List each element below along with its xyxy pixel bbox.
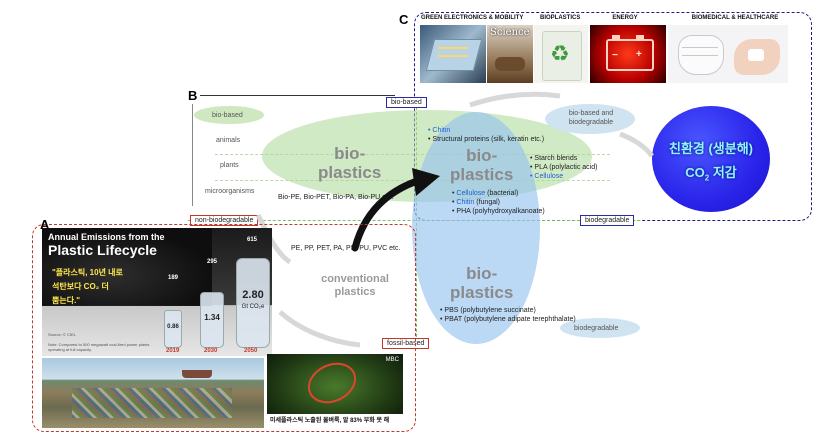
daphnia-outline [301, 355, 363, 411]
infographic-title-line2: Plastic Lifecycle [48, 242, 157, 258]
axis-label-fossil-based: fossil-based [382, 338, 430, 349]
year-2030: 2030 [204, 348, 218, 354]
tr-starch: • Starch blends [530, 155, 578, 162]
microplastic-news-photo: MBC 미세플라스틱 노출된 물벼룩, 알 83% 부화 못 해 [267, 354, 403, 426]
plants-2019: 189 [167, 275, 178, 281]
image-science-cover: Science [487, 25, 533, 83]
axis-label-bio-based: bio-based [386, 97, 427, 108]
br-pbat: • PBAT (polybutylene adipate terephthala… [440, 316, 576, 323]
beach-litter-photo [42, 358, 264, 428]
science-title: Science [490, 27, 530, 38]
image-energy-battery: − + [590, 25, 666, 83]
infographic-title-line1: Annual Emissions from the [48, 232, 165, 242]
category-energy: ENERGY [612, 15, 638, 21]
korean-quote: "플라스틱, 10년 내로 석탄보다 CO₂ 더 뿜는다." [52, 268, 123, 305]
tr-list-top: • Chitin • Structural proteins (silk, ke… [428, 126, 544, 144]
tr-cellulose: • Cellulose [530, 173, 564, 180]
axis-label-non-biodegradable: non-biodegradable [190, 215, 259, 226]
gray-arrow-bottom [278, 310, 361, 348]
tr-chitin-fungal: • Chitin (fungal) [452, 199, 500, 206]
br-list: • PBS (polybutylene succinate) • PBAT (p… [440, 306, 576, 324]
eco-biodegradable-text: 친환경 (생분해) [668, 141, 754, 156]
axis-label-biodegradable: biodegradable [580, 215, 635, 226]
smoke-cloud [42, 228, 212, 306]
gray-arrow-right [619, 131, 654, 158]
tr-pla: • PLA (polylactic acid) [530, 164, 598, 171]
tr-bioplastics-title: bio-plastics [450, 146, 514, 184]
bubble-biodegradable-label: biodegradable [574, 325, 619, 332]
tr-structural-proteins: • Structural proteins (silk, keratin etc… [428, 136, 545, 143]
year-2019: 2019 [166, 348, 180, 354]
news-caption: 미세플라스틱 노출된 물벼룩, 알 83% 부화 못 해 [270, 418, 390, 424]
br-pbs: • PBS (polybutylene succinate) [440, 307, 536, 314]
bottle-2019: 0.86 [164, 310, 182, 348]
category-green-electronics: GREEN ELECTRONICS & MOBILITY [421, 15, 524, 21]
battery-icon [606, 39, 654, 71]
source-plants: plants [220, 162, 239, 169]
blue-ellipse-biodegradable [412, 112, 540, 344]
br-bioplastics-title: bio-plastics [450, 264, 514, 302]
ship-icon [182, 370, 212, 378]
black-arrow-head [412, 168, 440, 196]
gray-arrow-top [469, 91, 561, 108]
bubble-biodegradable [560, 318, 640, 338]
tl-bioplastics-title: bio-plastics [318, 144, 382, 182]
tr-pha: • PHA (polyhydroxyalkanoate) [452, 208, 545, 215]
tl-examples: Bio-PE, Bio-PET, Bio-PA, Bio-PU etc. [278, 194, 394, 201]
bubble-bio-based-label: bio-based [212, 112, 243, 119]
image-green-electronics [420, 25, 486, 83]
source-microorganisms: microorganisms [205, 188, 255, 195]
category-bioplastics: BIOPLASTICS [540, 15, 581, 21]
co2-reduction-text: CO2 저감 [685, 165, 737, 183]
eco-co2-circle: 친환경 (생분해) CO2 저감 [652, 106, 770, 212]
black-curved-arrow [351, 176, 424, 252]
panel-a-frame [32, 224, 416, 432]
bubble-bio-and-biodeg [545, 104, 635, 134]
panel-b-letter: B [188, 88, 198, 103]
year-2050: 2050 [244, 348, 258, 354]
panel-b-top-rule [200, 95, 395, 96]
tr-chitin: • Chitin [428, 127, 451, 134]
recycle-icon: ♻ [550, 41, 570, 66]
emissions-infographic: Annual Emissions from the Plastic Lifecy… [42, 228, 272, 356]
gray-arrow-left [255, 213, 292, 265]
news-caption-bar [267, 414, 403, 426]
bl-examples: PE, PP, PET, PA, PS, PU, PVC etc. [291, 245, 401, 252]
source-animals: animals [216, 137, 241, 144]
panel-c-letter: C [399, 12, 409, 27]
category-biomedical: BIOMEDICAL & HEALTHCARE [691, 15, 779, 21]
tr-cellulose-bacterial: • Cellulose (bacterial) [452, 190, 519, 197]
infographic-note: Note: Compared to 500 megawatt coal-fire… [48, 342, 150, 352]
image-bioplastics-bag: ♻ [534, 25, 588, 83]
bottle-2050: 2.80 Gt CO₂e [236, 258, 270, 348]
left-source-axis [192, 104, 193, 206]
panel-a-letter: A [40, 217, 50, 232]
tr-list-bottom: • Cellulose (bacterial) • Chitin (fungal… [452, 189, 545, 216]
tr-list-right: • Starch blends • PLA (polylactic acid) … [530, 154, 597, 181]
bottle-2030: 1.34 [200, 292, 224, 348]
image-biomedical [668, 25, 788, 83]
news-channel-logo: MBC [385, 357, 399, 363]
plants-2030: 295 [206, 259, 217, 265]
infographic-source: Source: © CIEL [48, 332, 76, 337]
plants-2050: 615 [246, 237, 257, 243]
bubble-bio-based [194, 106, 264, 124]
